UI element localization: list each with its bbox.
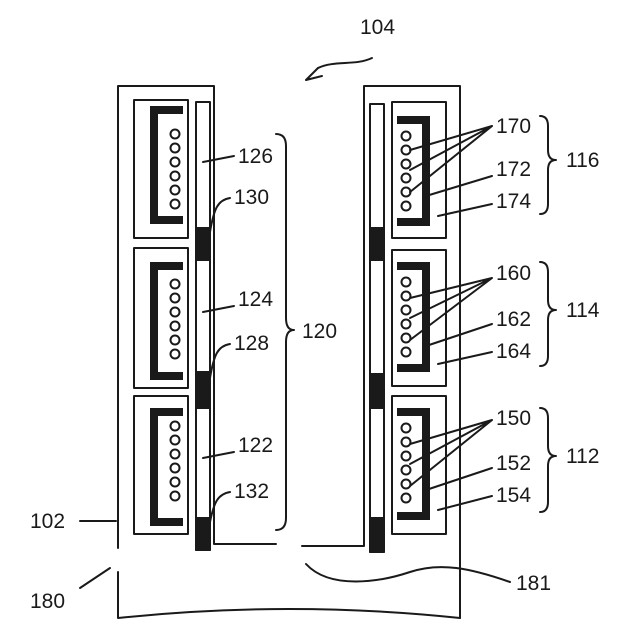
label-170: 170 xyxy=(496,115,531,138)
bracket-114 xyxy=(540,262,556,366)
label-130: 130 xyxy=(234,186,269,209)
left-spacer-middle xyxy=(196,372,210,408)
bracket-112 xyxy=(540,408,556,512)
label-181: 181 xyxy=(516,572,551,595)
label-126: 126 xyxy=(238,145,273,168)
label-174: 174 xyxy=(496,190,531,213)
label-120: 120 xyxy=(302,320,337,343)
arrow-104 xyxy=(306,68,322,80)
right-coil-module-bottom xyxy=(392,396,446,534)
label-154: 154 xyxy=(496,484,531,507)
label-102: 102 xyxy=(30,510,65,533)
label-114: 114 xyxy=(566,299,600,322)
label-180: 180 xyxy=(30,590,65,613)
label-152: 152 xyxy=(496,452,531,475)
leader-124 xyxy=(203,306,234,312)
right-spacer-top xyxy=(370,228,384,260)
leader-180 xyxy=(80,568,110,588)
label-160: 160 xyxy=(496,262,531,285)
left-coil-module-bottom xyxy=(134,396,188,534)
label-172: 172 xyxy=(496,158,531,181)
leader-181 xyxy=(306,564,510,582)
leader-122 xyxy=(203,452,234,458)
left-spacer-bottom xyxy=(196,518,210,550)
leader-126 xyxy=(203,156,234,162)
left-coil-module-middle xyxy=(134,248,188,388)
left-shield-strip xyxy=(196,102,210,550)
leader-104 xyxy=(318,58,372,68)
label-122: 122 xyxy=(238,434,273,457)
right-spacer-middle xyxy=(370,374,384,408)
bracket-120 xyxy=(276,134,294,530)
bracket-116 xyxy=(540,116,556,214)
left-coil-module-top xyxy=(134,100,188,238)
label-162: 162 xyxy=(496,308,531,331)
label-112: 112 xyxy=(566,445,599,468)
label-150: 150 xyxy=(496,407,531,430)
lower-housing xyxy=(118,572,460,618)
label-128: 128 xyxy=(234,332,269,355)
label-164: 164 xyxy=(496,340,531,363)
label-104: 104 xyxy=(360,16,395,39)
label-132: 132 xyxy=(234,480,269,503)
right-spacer-bottom xyxy=(370,518,384,552)
left-spacer-top xyxy=(196,228,210,260)
label-116: 116 xyxy=(566,149,599,172)
right-shield-strip xyxy=(370,104,384,552)
label-124: 124 xyxy=(238,288,273,311)
